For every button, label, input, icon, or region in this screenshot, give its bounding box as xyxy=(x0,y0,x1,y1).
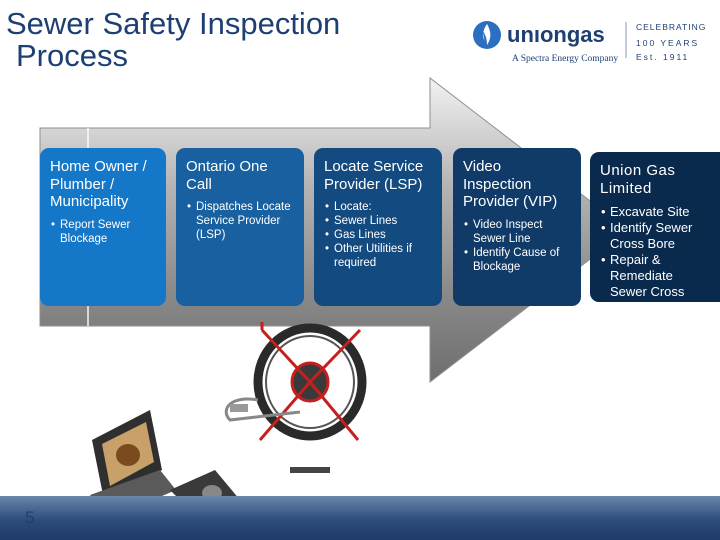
step-bullets: Dispatches Locate Service Provider (LSP) xyxy=(186,200,295,242)
step-bullets: Video Inspect Sewer Line Identify Cause … xyxy=(463,218,572,274)
bullet-item: Video Inspect Sewer Line xyxy=(464,218,572,246)
step-ontario-one-call: Ontario One Call Dispatches Locate Servi… xyxy=(176,148,304,306)
step-title: Ontario One Call xyxy=(186,158,268,193)
sub-bullet-item: Sewer Lines xyxy=(325,214,433,228)
inspection-camera-cable-icon xyxy=(224,397,301,422)
step-video-inspection-provider: Video Inspection Provider (VIP) Video In… xyxy=(453,148,581,306)
step-bullets: Report Sewer Blockage xyxy=(50,218,157,246)
step-bullets: Excavate Site Identify Sewer Cross Bore … xyxy=(600,204,711,300)
years-label: 100 YEARS xyxy=(636,38,699,48)
slide-title-line2: Process xyxy=(16,38,128,73)
bullet-item: Identify Cause of Blockage xyxy=(464,246,572,274)
step-sub-bullets: Sewer Lines Gas Lines Other Utilities if… xyxy=(324,214,433,270)
page-number: 5 xyxy=(25,508,35,527)
bullet-item: Excavate Site xyxy=(601,204,711,220)
bullet-item: Dispatches Locate Service Provider (LSP) xyxy=(187,200,295,242)
brand-name: unıongas xyxy=(507,22,605,47)
step-union-gas-limited: Union Gas Limited Excavate Site Identify… xyxy=(590,152,720,302)
sub-bullet-item: Other Utilities if required xyxy=(325,242,433,270)
bullet-item: Identify Sewer Cross Bore xyxy=(601,220,711,252)
slide-title-line1: Sewer Safety Inspection xyxy=(6,6,341,41)
brand-tagline: A Spectra Energy Company xyxy=(512,54,618,64)
established-label: Est. 1911 xyxy=(636,52,689,62)
step-title: Home Owner / Plumber / Municipality xyxy=(50,158,147,210)
footer-band xyxy=(0,496,720,540)
step-title: Locate Service Provider (LSP) xyxy=(324,158,424,193)
bullet-item: Locate: xyxy=(325,200,433,214)
step-title: Union Gas Limited xyxy=(600,162,676,197)
union-gas-logo: unıongas A Spectra Energy Company CELEBR… xyxy=(470,14,715,66)
bullet-item: Report Sewer Blockage xyxy=(51,218,157,246)
step-home-owner: Home Owner / Plumber / Municipality Repo… xyxy=(40,148,166,306)
slide-title: Sewer Safety Inspection Process xyxy=(6,8,340,72)
cable-reel-icon xyxy=(253,322,367,473)
step-locate-service-provider: Locate Service Provider (LSP) Locate: Se… xyxy=(314,148,442,306)
celebrating-label: CELEBRATING xyxy=(636,22,706,32)
sub-bullet-item: Gas Lines xyxy=(325,228,433,242)
step-title: Video Inspection Provider (VIP) xyxy=(463,158,558,210)
flame-icon xyxy=(473,21,501,49)
step-bullets: Locate: xyxy=(324,200,433,214)
bullet-item: Repair & Remediate Sewer Cross xyxy=(601,252,711,300)
